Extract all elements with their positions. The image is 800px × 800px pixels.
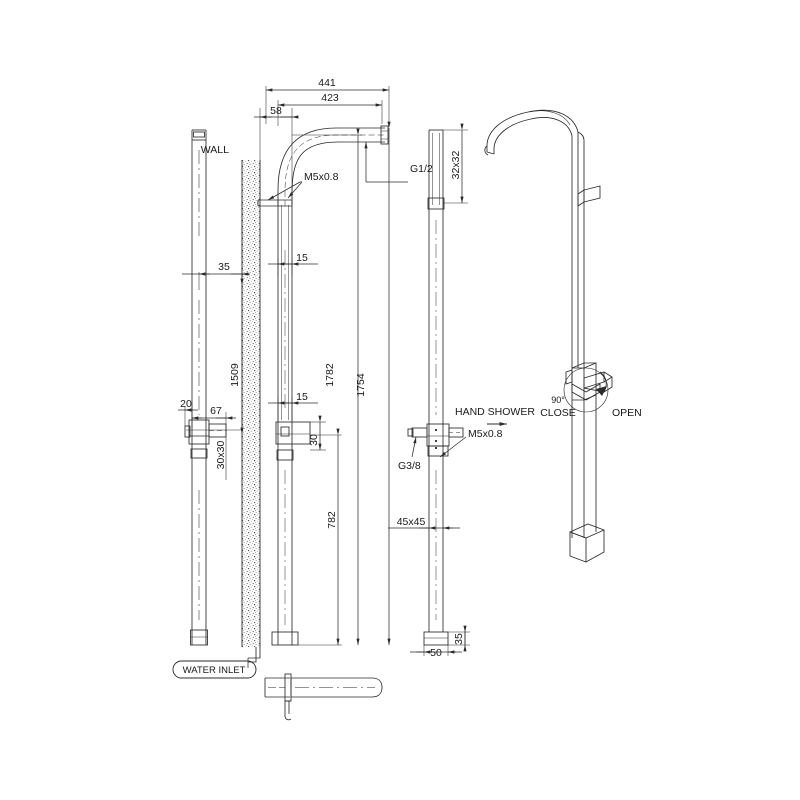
label-water-inlet: WATER INLET xyxy=(183,665,246,676)
dim-58 xyxy=(254,108,299,200)
dim-label-45x45: 45x45 xyxy=(397,516,426,528)
dim-label-1782: 1782 xyxy=(324,363,336,387)
dim-label-30: 30 xyxy=(308,434,320,446)
left-elevation-column xyxy=(184,129,227,646)
dim-label-1509: 1509 xyxy=(229,363,241,387)
dim-67 xyxy=(191,412,236,428)
leader-g38 xyxy=(411,436,417,458)
shower-arm-detail xyxy=(264,673,383,721)
dim-1782 xyxy=(292,128,362,645)
center-section-column xyxy=(248,125,389,663)
dim-label-15-lower: 15 xyxy=(296,391,308,403)
label-g12: G1/2 xyxy=(410,163,433,175)
dim-782 xyxy=(298,428,342,646)
label-wall: WALL xyxy=(201,144,229,156)
label-m5-valve: M5x0.8 xyxy=(468,428,503,440)
dim-30 xyxy=(310,415,326,451)
dim-label-35-base: 35 xyxy=(453,633,465,645)
dim-35-base xyxy=(448,625,470,652)
dim-15-upper xyxy=(268,258,318,276)
leader-m5-valve xyxy=(439,436,467,458)
dim-label-20: 20 xyxy=(180,398,192,410)
label-90-degrees: 90° xyxy=(551,395,565,405)
label-open: OPEN xyxy=(612,407,642,419)
dim-label-32x32: 32x32 xyxy=(450,151,462,180)
right-elevation-column xyxy=(407,129,464,646)
dim-label-782: 782 xyxy=(326,511,338,529)
dim-label-1754: 1754 xyxy=(355,373,367,397)
dim-1509 xyxy=(186,278,244,434)
dim-50 xyxy=(410,645,462,656)
dim-label-58: 58 xyxy=(270,105,282,117)
dim-label-30x30: 30x30 xyxy=(215,441,227,470)
label-m5-top: M5x0.8 xyxy=(304,171,339,183)
dim-label-67: 67 xyxy=(210,405,222,417)
dim-label-441: 441 xyxy=(318,77,336,89)
label-close: CLOSE xyxy=(540,407,576,419)
label-hand-shower: HAND SHOWER xyxy=(455,406,535,418)
dim-label-50: 50 xyxy=(430,647,442,659)
dim-35-left xyxy=(182,200,250,290)
leader-m5-top xyxy=(267,181,303,201)
dim-label-35-left: 35 xyxy=(218,261,230,273)
water-inlet-callout-shape xyxy=(172,660,257,679)
dim-15-lower xyxy=(268,397,318,420)
leader-g12 xyxy=(364,142,408,183)
isometric-view xyxy=(484,109,613,563)
dim-32x32 xyxy=(443,123,468,204)
wall-section xyxy=(241,160,261,647)
dim-label-15-upper: 15 xyxy=(296,252,308,264)
label-g38: G3/8 xyxy=(398,460,421,472)
dim-label-423: 423 xyxy=(321,92,339,104)
dim-423 xyxy=(277,100,383,126)
